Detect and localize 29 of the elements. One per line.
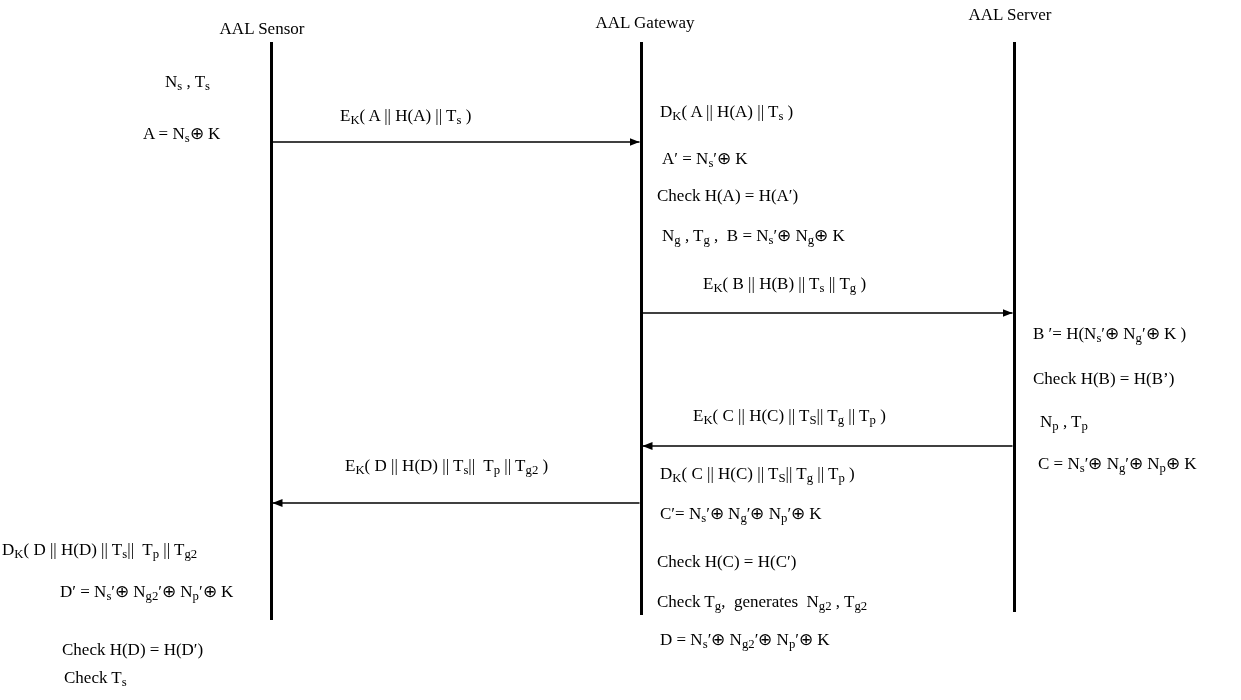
formula-text: Check T$_{g}$, generates N$_{g2}$ , T$_{g2}$ xyxy=(657,591,868,616)
formula-text: Check H(B) = H(B’) xyxy=(1033,368,1175,390)
lifeline xyxy=(1012,42,1016,612)
formula-text: Check T$_{s}$ xyxy=(64,667,127,692)
formula-text: Check H(A) = H(A′) xyxy=(657,185,799,207)
formula-text: N$_{p}$ , T$_{p}$ xyxy=(1040,411,1088,436)
message-arrow xyxy=(271,499,641,507)
formula-text: D$_{K}$( C || H(C) || T$_{S}$|| T$_{g}$ || T$_{p}$ ) xyxy=(660,463,855,488)
message-arrow xyxy=(641,442,1014,450)
formula-text: D′ = N$_{s}$′⊕ N$_{g2}$′⊕ N$_{p}$′⊕ K xyxy=(60,581,234,606)
formula-text: A = N$_{s}$⊕ K xyxy=(143,123,221,148)
formula-text: N$_{s}$ , T$_{s}$ xyxy=(165,71,211,96)
formula-text: Check H(D) = H(D′) xyxy=(62,639,204,661)
formula-text: A′ = N$_{s}$′⊕ K xyxy=(662,148,748,173)
formula-text: D$_{K}$( A || H(A) || T$_{s}$ ) xyxy=(660,101,794,126)
formula-text: Check H(C) = H(C′) xyxy=(657,551,797,573)
message-arrow xyxy=(641,309,1014,317)
formula-text: C = N$_{s}$′⊕ N$_{g}$′⊕ N$_{p}$⊕ K xyxy=(1038,453,1197,478)
formula-text: B ′= H(N$_{s}$′⊕ N$_{g}$′⊕ K ) xyxy=(1033,323,1187,348)
formula-text: C′= N$_{s}$′⊕ N$_{g}$′⊕ N$_{p}$′⊕ K xyxy=(660,503,822,528)
formula-text: N$_{g}$ , T$_{g}$ , B = N$_{s}$′⊕ N$_{g}$⊕ K xyxy=(662,225,845,250)
formula-text: D = N$_{s}$′⊕ N$_{g2}$′⊕ N$_{p}$′⊕ K xyxy=(660,629,830,654)
lifeline xyxy=(269,42,273,620)
participant-title: AAL Sensor xyxy=(219,18,305,40)
message-arrow xyxy=(271,138,641,146)
lifeline xyxy=(639,42,643,615)
participant-title: AAL Gateway xyxy=(595,12,695,34)
formula-text: D$_{K}$( D || H(D) || T$_{s}$|| T$_{p}$ || T$_{g2}$ xyxy=(2,539,198,564)
participant-title: AAL Server xyxy=(968,4,1052,26)
